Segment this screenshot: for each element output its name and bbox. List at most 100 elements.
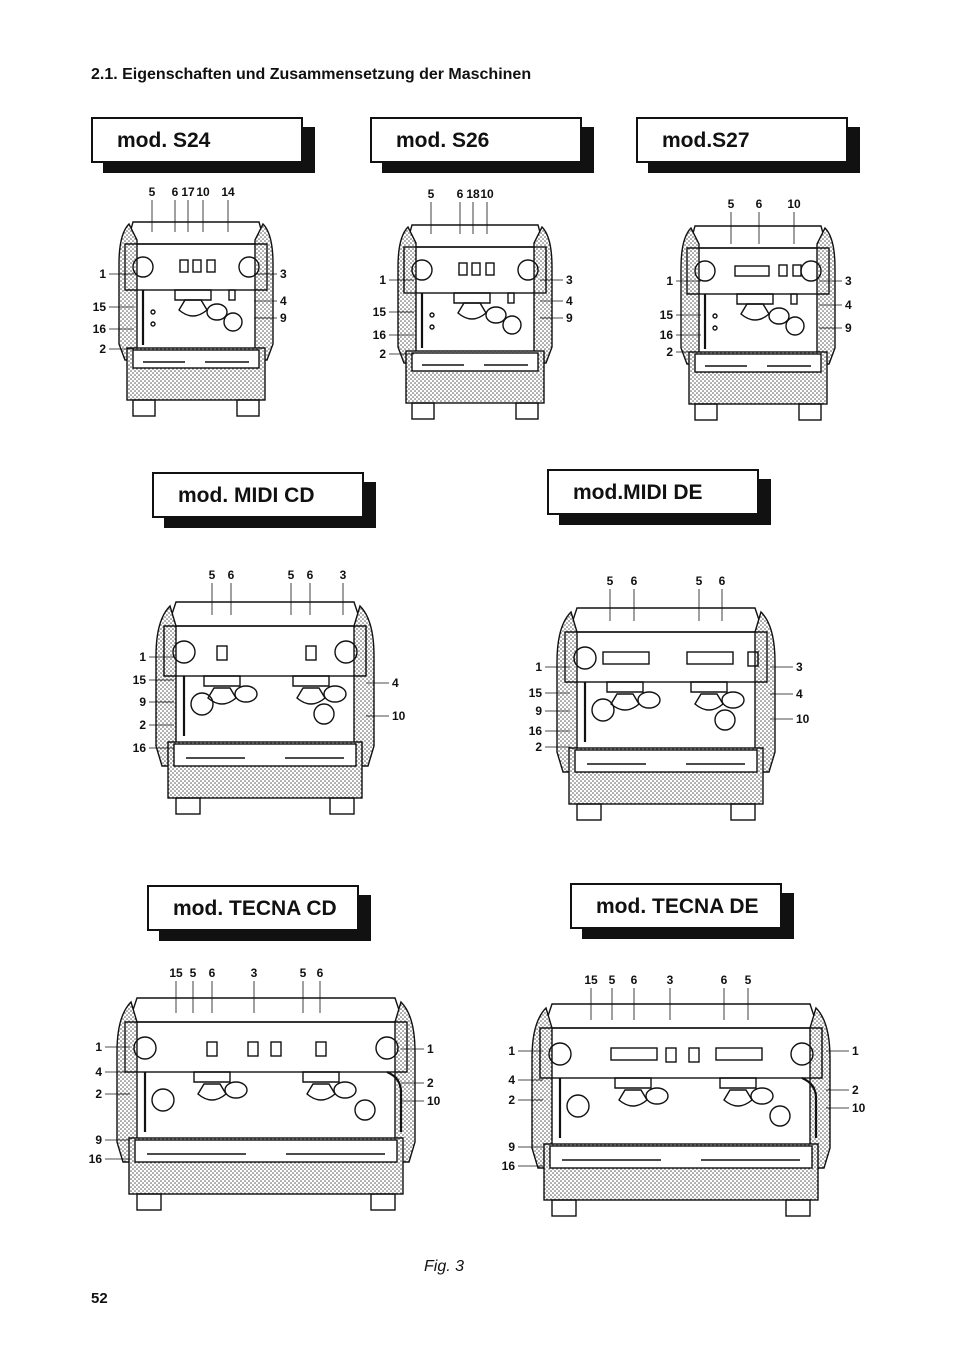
figure-caption: Fig. 3: [424, 1258, 465, 1275]
callout-s24-top-3: 10: [196, 185, 210, 199]
callout-midi_de-left-0: 1: [535, 660, 542, 674]
callout-s26-top-1: 6: [457, 187, 464, 201]
callout-midi_cd-left-0: 1: [139, 650, 146, 664]
callout-tecna_cd-left-4: 16: [89, 1152, 103, 1166]
model-label-midi-de: mod.MIDI DE: [547, 469, 759, 515]
page-number: 52: [91, 1290, 108, 1307]
callout-s26-left-2: 16: [373, 328, 387, 342]
callout-tecna_de-top-0: 15: [584, 973, 598, 987]
callout-midi_cd-right-1: 10: [392, 709, 406, 723]
callout-tecna_cd-top-3: 3: [251, 966, 258, 980]
callout-tecna_cd-right-2: 10: [427, 1094, 441, 1108]
model-label-s27: mod.S27: [636, 117, 848, 163]
callout-s27-left-3: 2: [666, 345, 673, 359]
callout-tecna_de-left-4: 16: [502, 1159, 516, 1173]
callout-s24-top-4: 14: [221, 185, 235, 199]
callout-midi_cd-left-2: 9: [139, 695, 146, 709]
callout-s24-top-0: 5: [149, 185, 156, 199]
callout-s27-left-2: 16: [660, 328, 674, 342]
callout-s24-top-2: 17: [181, 185, 195, 199]
callout-s27-left-0: 1: [666, 274, 673, 288]
callout-tecna_cd-left-0: 1: [95, 1040, 102, 1054]
callout-midi_cd-left-3: 2: [139, 718, 146, 732]
callout-s26-left-3: 2: [379, 347, 386, 361]
callout-s24-right-2: 9: [280, 311, 287, 325]
callout-s24-right-1: 4: [280, 294, 287, 308]
callout-tecna_de-top-2: 6: [631, 973, 638, 987]
callout-s26-left-0: 1: [379, 273, 386, 287]
callout-s24-left-3: 2: [99, 342, 106, 356]
callout-tecna_cd-top-0: 15: [169, 966, 183, 980]
model-label-s26: mod. S26: [370, 117, 582, 163]
callout-midi_cd-left-1: 15: [133, 673, 147, 687]
callout-tecna_de-right-1: 2: [852, 1083, 859, 1097]
callout-tecna_cd-top-1: 5: [190, 966, 197, 980]
callout-s26-top-0: 5: [428, 187, 435, 201]
callout-tecna_de-left-1: 4: [508, 1073, 515, 1087]
callout-midi_de-left-1: 15: [529, 686, 543, 700]
callout-midi_de-left-2: 9: [535, 704, 542, 718]
callout-tecna_cd-top-2: 6: [209, 966, 216, 980]
callout-s26-top-3: 10: [480, 187, 494, 201]
callout-midi_de-top-1: 6: [631, 574, 638, 588]
callout-tecna_de-left-0: 1: [508, 1044, 515, 1058]
callout-s27-top-1: 6: [756, 197, 763, 211]
callout-s26-left-1: 15: [373, 305, 387, 319]
callout-tecna_de-top-1: 5: [609, 973, 616, 987]
callout-s24-right-0: 3: [280, 267, 287, 281]
model-label-tecna-cd: mod. TECNA CD: [147, 885, 359, 931]
callout-midi_cd-right-0: 4: [392, 676, 399, 690]
callout-tecna_de-top-4: 6: [721, 973, 728, 987]
callout-midi_cd-top-0: 5: [209, 568, 216, 582]
callout-s26-top-2: 18: [466, 187, 480, 201]
callout-s27-right-0: 3: [845, 274, 852, 288]
callout-midi_de-top-2: 5: [696, 574, 703, 588]
callout-midi_cd-top-3: 6: [307, 568, 314, 582]
model-label-s24: mod. S24: [91, 117, 303, 163]
callout-s27-top-2: 10: [787, 197, 801, 211]
callout-tecna_de-right-0: 1: [852, 1044, 859, 1058]
callout-midi_cd-top-4: 3: [340, 568, 347, 582]
callout-midi_de-left-4: 2: [535, 740, 542, 754]
callout-midi_cd-top-2: 5: [288, 568, 295, 582]
callout-s26-right-2: 9: [566, 311, 573, 325]
callout-s24-left-0: 1: [99, 267, 106, 281]
model-label-tecna-de: mod. TECNA DE: [570, 883, 782, 929]
callout-tecna_cd-right-0: 1: [427, 1042, 434, 1056]
callout-midi_de-left-3: 16: [529, 724, 543, 738]
callout-s24-left-2: 16: [93, 322, 107, 336]
callout-s27-left-1: 15: [660, 308, 674, 322]
callout-tecna_de-left-2: 2: [508, 1093, 515, 1107]
callout-midi_de-top-0: 5: [607, 574, 614, 588]
callout-tecna_de-left-3: 9: [508, 1140, 515, 1154]
callout-tecna_cd-left-2: 2: [95, 1087, 102, 1101]
callout-tecna_cd-left-3: 9: [95, 1133, 102, 1147]
callout-s27-right-2: 9: [845, 321, 852, 335]
callout-s27-right-1: 4: [845, 298, 852, 312]
model-label-midi-cd: mod. MIDI CD: [152, 472, 364, 518]
callout-s26-right-1: 4: [566, 294, 573, 308]
callout-midi_de-right-2: 10: [796, 712, 810, 726]
machine-s27: 5 6 10 1 15 16 2 3 4 9: [660, 197, 852, 421]
callout-midi_de-right-1: 4: [796, 687, 803, 701]
callout-tecna_cd-right-1: 2: [427, 1076, 434, 1090]
callout-midi_cd-left-4: 16: [133, 741, 147, 755]
callout-midi_cd-top-1: 6: [228, 568, 235, 582]
callout-midi_de-top-3: 6: [719, 574, 726, 588]
callout-s24-top-1: 6: [172, 185, 179, 199]
callout-tecna_cd-top-5: 6: [317, 966, 324, 980]
callout-s27-top-0: 5: [728, 197, 735, 211]
callout-tecna_de-right-2: 10: [852, 1101, 866, 1115]
callout-s26-right-0: 3: [566, 273, 573, 287]
callout-tecna_cd-left-1: 4: [95, 1065, 102, 1079]
section-heading: 2.1. Eigenschaften und Zusammensetzung d…: [91, 66, 532, 83]
callout-s24-left-1: 15: [93, 300, 107, 314]
callout-tecna_cd-top-4: 5: [300, 966, 307, 980]
